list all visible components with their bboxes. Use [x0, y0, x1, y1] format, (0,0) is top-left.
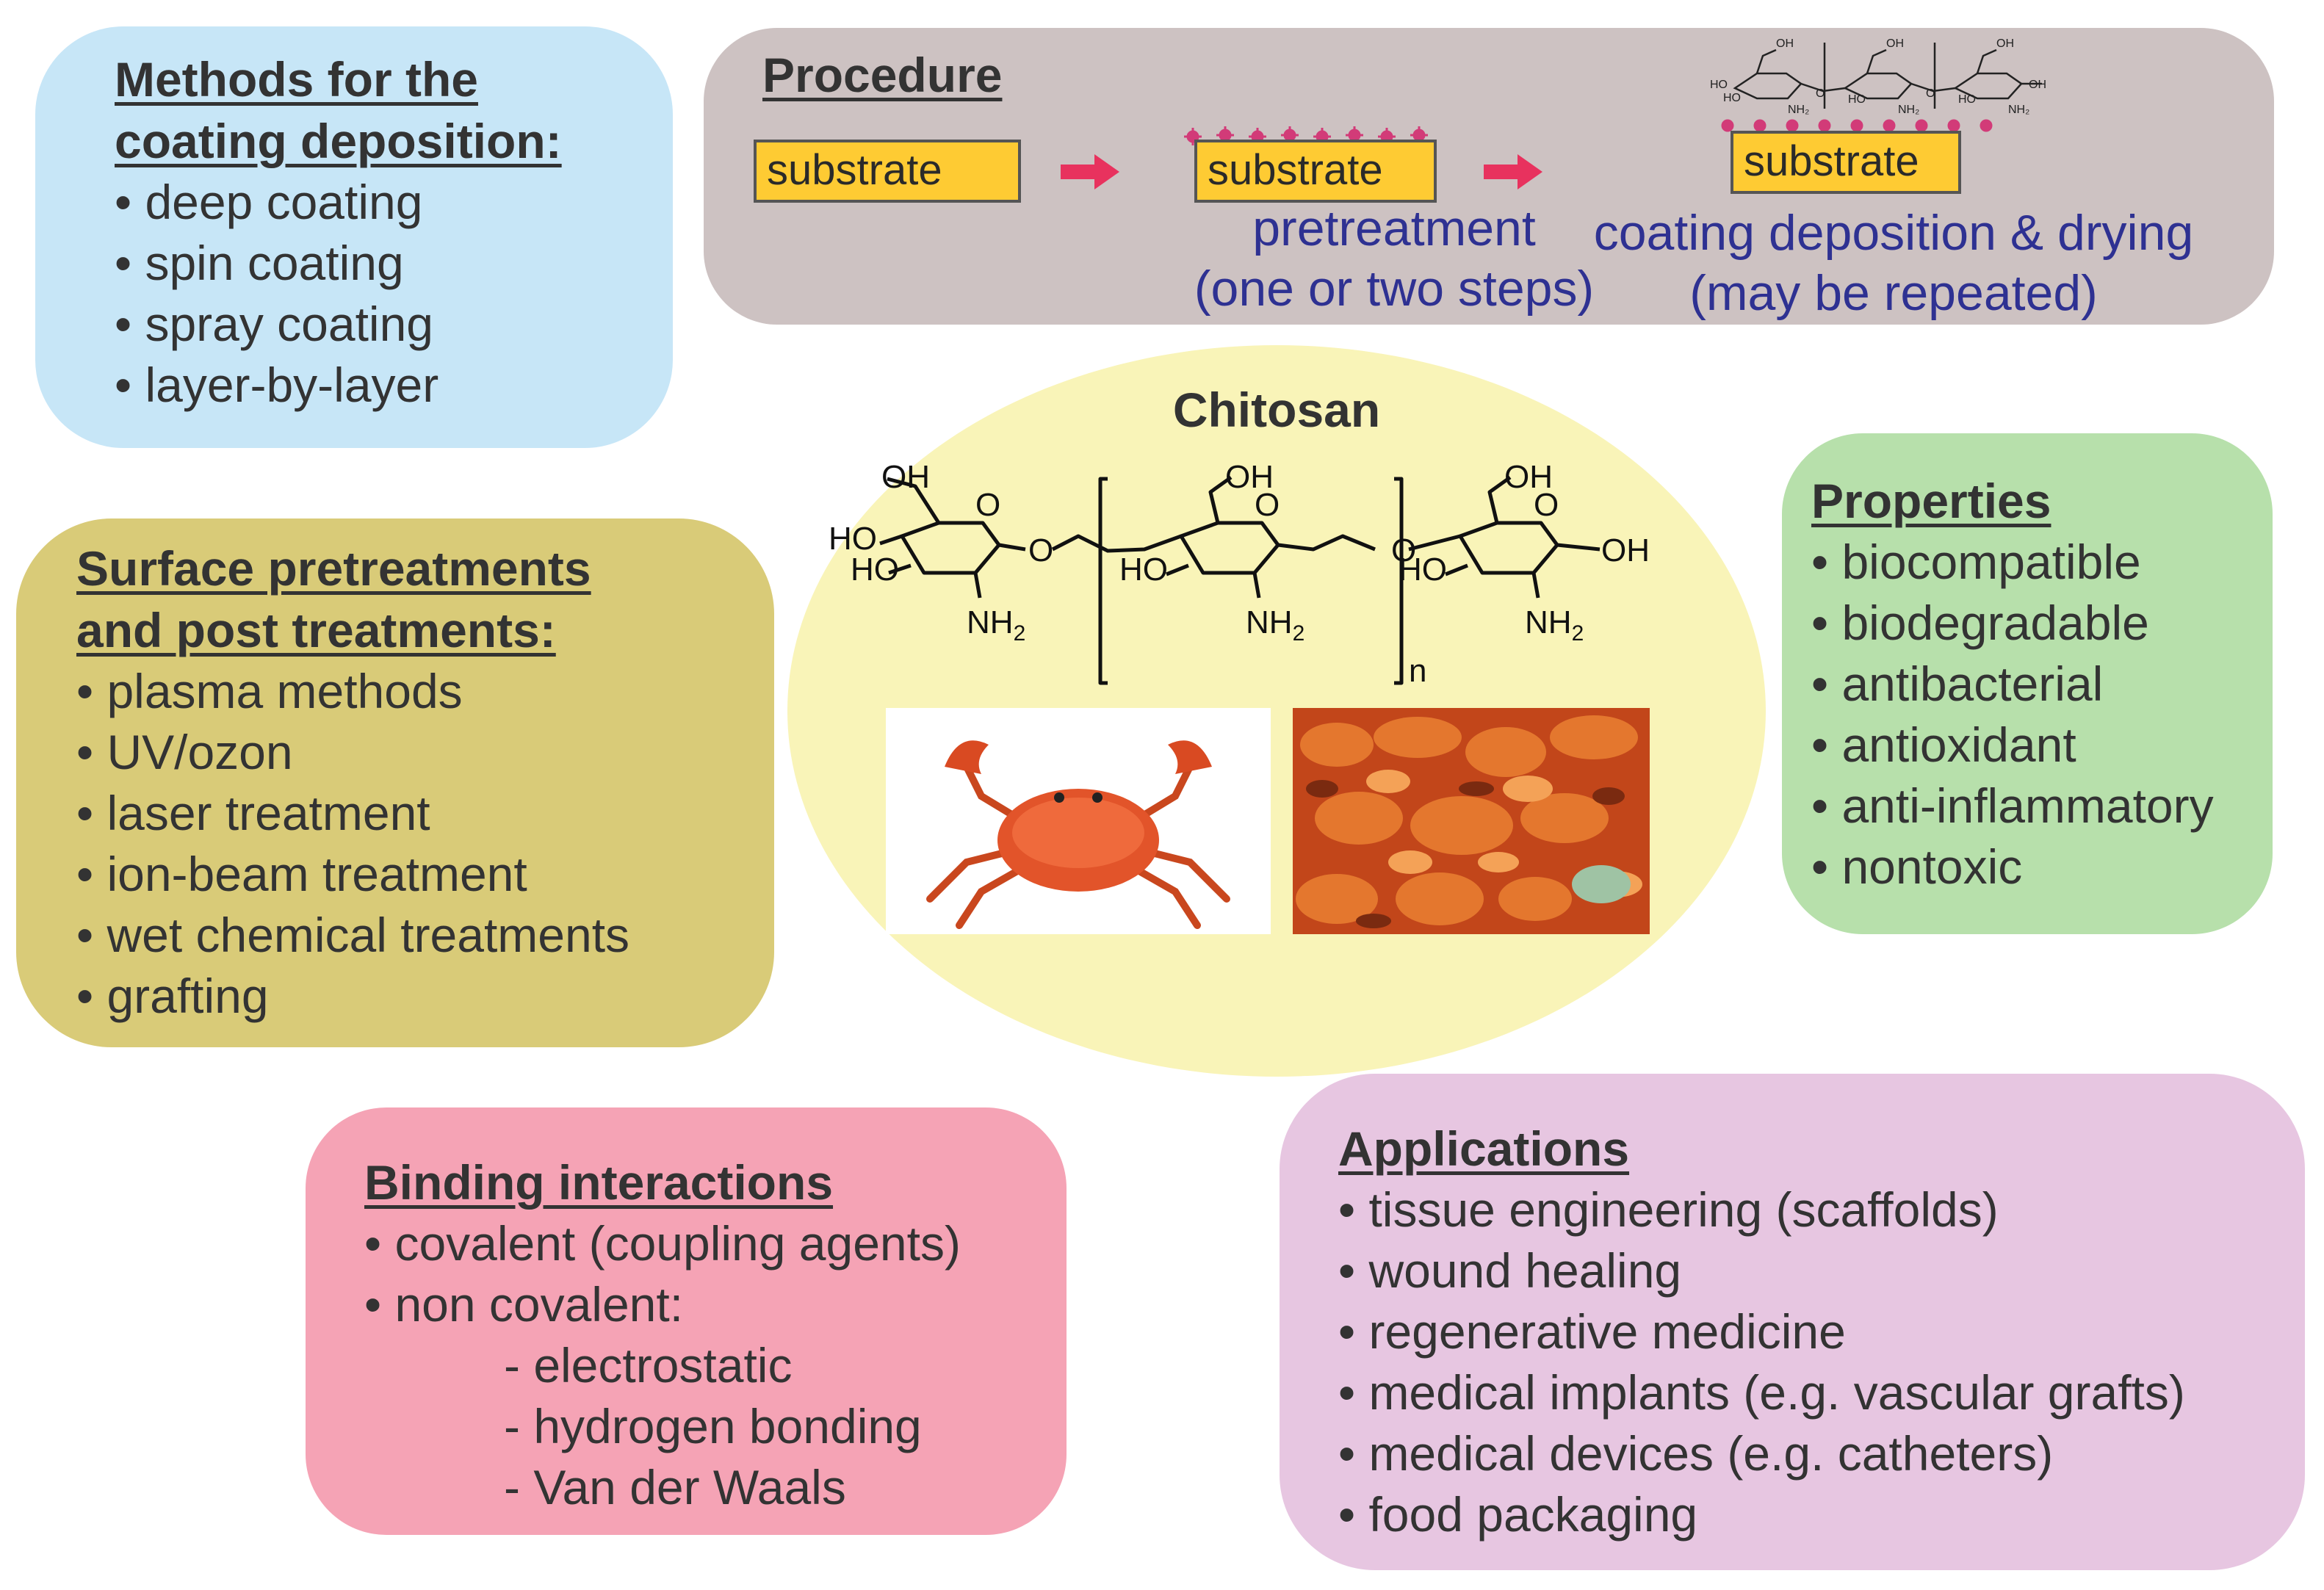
- link-o-label: O: [1391, 532, 1416, 568]
- list-item: • layer-by-layer: [115, 358, 439, 412]
- list-item: • tissue engineering (scaffolds): [1338, 1182, 1999, 1237]
- procedure-heading: Procedure: [762, 48, 1003, 102]
- binding-heading: Binding interactions: [364, 1155, 834, 1210]
- binding-interactions-panel: Binding interactions • covalent (couplin…: [306, 1107, 1067, 1535]
- mini-nh2-label: NH₂: [1898, 104, 1919, 116]
- mini-nh2-label: NH₂: [1788, 104, 1809, 116]
- ho-label: HO: [1119, 552, 1168, 588]
- coating-caption-line1: coating deposition & drying: [1593, 205, 2194, 261]
- properties-heading: Properties: [1811, 474, 2051, 528]
- list-item: • anti-inflammatory: [1811, 778, 2214, 833]
- list-subitem: - hydrogen bonding: [504, 1399, 922, 1453]
- list-item: • wound healing: [1338, 1243, 1682, 1298]
- ring-o-label: O: [1255, 487, 1280, 523]
- oh-label: OH: [881, 463, 930, 495]
- list-item: • non covalent:: [364, 1277, 684, 1331]
- ho-label: HO: [1399, 552, 1447, 588]
- applications-panel: Applications • tissue engineering (scaff…: [1280, 1074, 2305, 1570]
- mini-o-label: O: [1816, 87, 1825, 100]
- ho-label: HO: [829, 521, 877, 557]
- crab-icon: [886, 708, 1271, 934]
- list-subitem: - Van der Waals: [504, 1460, 846, 1514]
- crab-shells-photo: [1293, 708, 1650, 934]
- mini-ho-label: HO: [1723, 92, 1741, 104]
- coating-caption: coating deposition & drying (may be repe…: [1548, 203, 2239, 323]
- list-item: • biocompatible: [1811, 535, 2141, 589]
- methods-heading-line2: coating deposition:: [115, 114, 562, 168]
- list-item: • food packaging: [1338, 1487, 1698, 1542]
- coating-particles-icon: [1721, 119, 1993, 132]
- list-item: • ion-beam treatment: [76, 847, 527, 901]
- list-item: • antioxidant: [1811, 718, 2076, 772]
- list-item: • deep coating: [115, 175, 423, 229]
- properties-list: • biocompatible • biodegradable • antiba…: [1811, 532, 2273, 897]
- nh2-label: NH2: [967, 604, 1025, 646]
- surface-heading-line1: Surface pretreatments: [76, 541, 591, 596]
- substrate-block-1: substrate: [754, 140, 1021, 203]
- mini-ho-label: HO: [1848, 93, 1866, 106]
- pretreatment-caption: pretreatment (one or two steps): [1100, 198, 1688, 319]
- methods-heading-line1: Methods for the: [115, 52, 478, 106]
- list-item: • medical implants (e.g. vascular grafts…: [1338, 1365, 2185, 1420]
- mini-oh-label: OH: [1886, 37, 1904, 50]
- mini-oh-label: OH: [1776, 37, 1794, 50]
- oh-label: OH: [1601, 532, 1650, 568]
- ho-label: HO: [851, 552, 899, 588]
- oh-label: OH: [1504, 463, 1553, 495]
- binding-list: • covalent (coupling agents) • non coval…: [364, 1213, 1067, 1518]
- procedure-panel: Procedure substrate substrate OH OH: [704, 28, 2274, 325]
- list-item: • medical devices (e.g. catheters): [1338, 1426, 2054, 1481]
- repeat-n-label: n: [1409, 653, 1426, 689]
- substrate-block-3: substrate: [1731, 131, 1961, 194]
- coating-caption-line2: (may be repeated): [1689, 265, 2098, 321]
- list-item: • spin coating: [115, 236, 404, 290]
- list-item: • nontoxic: [1811, 839, 2023, 894]
- list-item: • covalent (coupling agents): [364, 1216, 961, 1271]
- pretreatment-particles-icon: [1184, 126, 1428, 145]
- ring-o-label: O: [1534, 487, 1559, 523]
- list-item: • UV/ozon: [76, 725, 293, 779]
- nh2-label: NH2: [1246, 604, 1304, 646]
- list-item: • regenerative medicine: [1338, 1304, 1846, 1359]
- chitosan-panel: Chitosan OH O HO HO NH2 O O: [787, 345, 1766, 1077]
- list-item: • spray coating: [115, 297, 433, 351]
- mini-ho-label: HO: [1958, 93, 1976, 106]
- oh-label: OH: [1225, 463, 1274, 495]
- surface-treatments-panel: Surface pretreatments and post treatment…: [16, 518, 774, 1047]
- list-item: • grafting: [76, 969, 269, 1023]
- list-item: • plasma methods: [76, 664, 463, 718]
- chitosan-title: Chitosan: [1172, 383, 1381, 437]
- surface-list: • plasma methods • UV/ozon • laser treat…: [76, 661, 774, 1027]
- link-o-label: O: [1028, 532, 1053, 568]
- applications-list: • tissue engineering (scaffolds) • wound…: [1338, 1179, 2305, 1545]
- pretreatment-caption-line2: (one or two steps): [1194, 261, 1595, 317]
- list-item: • wet chemical treatments: [76, 908, 630, 962]
- methods-list: • deep coating • spin coating • spray co…: [115, 172, 673, 416]
- surface-heading: Surface pretreatments and post treatment…: [76, 538, 774, 661]
- mini-ho-label: HO: [1710, 79, 1728, 91]
- mini-o-label: O: [1926, 87, 1935, 100]
- chitosan-structure-icon: OH O HO HO NH2 O OH O HO NH2 n O OH O HO…: [829, 463, 1650, 689]
- methods-panel: Methods for the coating deposition: • de…: [35, 26, 673, 448]
- surface-heading-line2: and post treatments:: [76, 603, 556, 657]
- mini-oh-label: OH: [2029, 79, 2046, 91]
- arrow-right-icon: [1061, 154, 1119, 189]
- list-item: • antibacterial: [1811, 657, 2104, 711]
- list-item: • laser treatment: [76, 786, 430, 840]
- nh2-label: NH2: [1525, 604, 1584, 646]
- methods-heading: Methods for the coating deposition:: [115, 48, 673, 172]
- mini-oh-label: OH: [1996, 37, 2014, 50]
- list-item: • biodegradable: [1811, 596, 2149, 650]
- mini-nh2-label: NH₂: [2008, 104, 2029, 116]
- list-subitem: - electrostatic: [504, 1338, 793, 1392]
- ring-o-label: O: [975, 487, 1000, 523]
- substrate-block-2: substrate: [1194, 140, 1437, 203]
- pretreatment-caption-line1: pretreatment: [1252, 200, 1536, 256]
- arrow-right-icon: [1484, 154, 1542, 189]
- chitosan-structure-icon: OH OH OH HO HO HO HO NH₂ NH₂ NH₂ O O OH: [1710, 37, 2046, 116]
- applications-heading: Applications: [1338, 1121, 1630, 1176]
- properties-panel: Properties • biocompatible • biodegradab…: [1782, 433, 2273, 934]
